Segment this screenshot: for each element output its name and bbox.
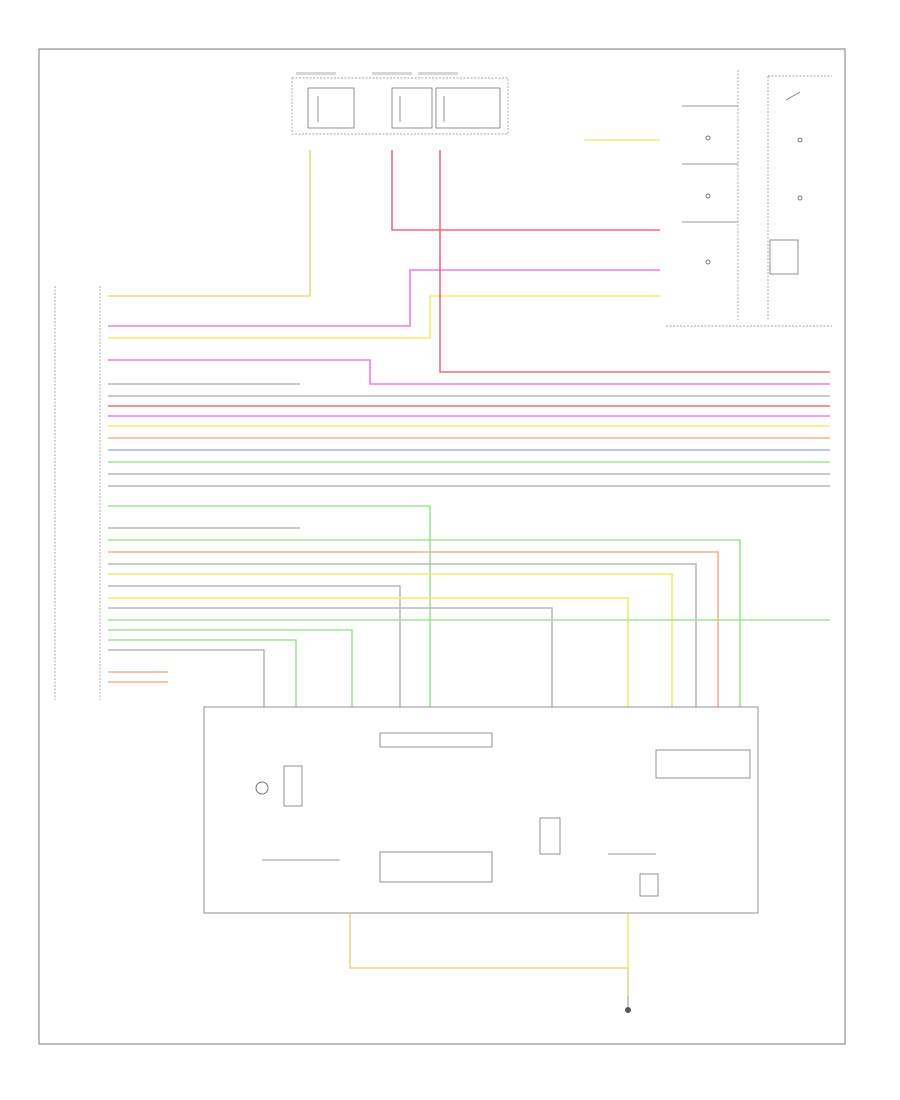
- headlamp-assembly: [203, 706, 759, 914]
- harness-wire: [108, 573, 673, 707]
- light-switch: [666, 70, 832, 327]
- harness-wire: [108, 359, 830, 385]
- harness-wire: [108, 269, 660, 327]
- harness-wire: [108, 639, 297, 707]
- harness-wire: [108, 150, 311, 297]
- ground-wire: [349, 913, 629, 996]
- harness-wire: [439, 150, 830, 373]
- harness-wire: [108, 629, 353, 707]
- ground-symbol: [625, 996, 631, 1013]
- harness-wire: [391, 150, 660, 231]
- diagram-border: [38, 48, 846, 1045]
- harness-wire: [108, 585, 401, 707]
- harness-wire: [108, 563, 697, 707]
- harness-wire: [108, 551, 719, 707]
- harness-wire: [108, 505, 431, 707]
- harness-wire: [108, 539, 741, 707]
- harness-wire: [108, 295, 660, 339]
- fuse-box: [291, 72, 509, 135]
- harness-wire: [108, 607, 553, 707]
- horizontal-wires: [108, 139, 830, 707]
- harness-wire: [108, 649, 265, 707]
- harness-wire: [108, 597, 629, 707]
- vertical-wires: [349, 913, 629, 996]
